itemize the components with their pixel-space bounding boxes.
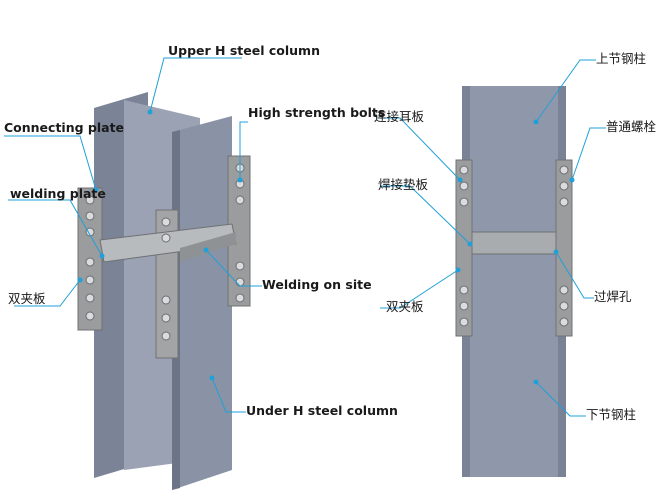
leader-lines bbox=[4, 57, 606, 417]
right-bolts bbox=[459, 165, 569, 327]
label-upper-section: 上节钢柱 bbox=[596, 51, 647, 66]
label-under-column: Under H steel column bbox=[246, 403, 398, 418]
label-connecting-plate: Connecting plate bbox=[4, 120, 125, 135]
leader-bolts bbox=[239, 121, 248, 180]
right-column-figure bbox=[455, 86, 573, 477]
label-weld-access-hole: 过焊孔 bbox=[594, 289, 632, 304]
left-bolts bbox=[85, 163, 245, 341]
leader-connecting-plate bbox=[4, 135, 97, 191]
leader-r-ear bbox=[376, 117, 461, 181]
leader-r-backing bbox=[380, 185, 471, 245]
left-h-column-figure bbox=[77, 92, 251, 490]
label-high-strength-bolts: High strength bolts bbox=[248, 105, 386, 120]
label-double-clamp-right: 双夹板 bbox=[386, 299, 424, 314]
label-upper-column: Upper H steel column bbox=[168, 43, 320, 58]
leader-dots bbox=[77, 109, 575, 385]
leader-upper-column bbox=[149, 57, 242, 113]
leader-r-lower bbox=[535, 381, 586, 417]
leader-double-clamp bbox=[14, 279, 81, 307]
leader-r-bolt bbox=[571, 127, 606, 181]
leader-r-upper bbox=[535, 59, 596, 123]
left-front-flange bbox=[172, 116, 232, 490]
label-connecting-ear-plate: 连接耳板 bbox=[374, 109, 425, 124]
label-lower-section: 下节钢柱 bbox=[586, 407, 637, 422]
leader-r-clamp bbox=[380, 269, 459, 309]
label-welding-plate: welding plate bbox=[10, 186, 106, 201]
right-upper-column bbox=[462, 86, 566, 236]
leader-welding-site bbox=[205, 249, 262, 287]
right-lower-column bbox=[462, 252, 566, 477]
label-welding-on-site: Welding on site bbox=[262, 277, 372, 292]
right-welding-backing-plate bbox=[469, 231, 559, 255]
leader-r-hole bbox=[555, 251, 594, 299]
label-ordinary-bolt: 普通螺栓 bbox=[606, 119, 657, 134]
leader-under-column bbox=[211, 377, 246, 413]
label-welding-backing-plate: 焊接垫板 bbox=[378, 177, 429, 192]
leader-welding-plate bbox=[8, 199, 103, 257]
label-double-clamp-left: 双夹板 bbox=[8, 291, 46, 306]
